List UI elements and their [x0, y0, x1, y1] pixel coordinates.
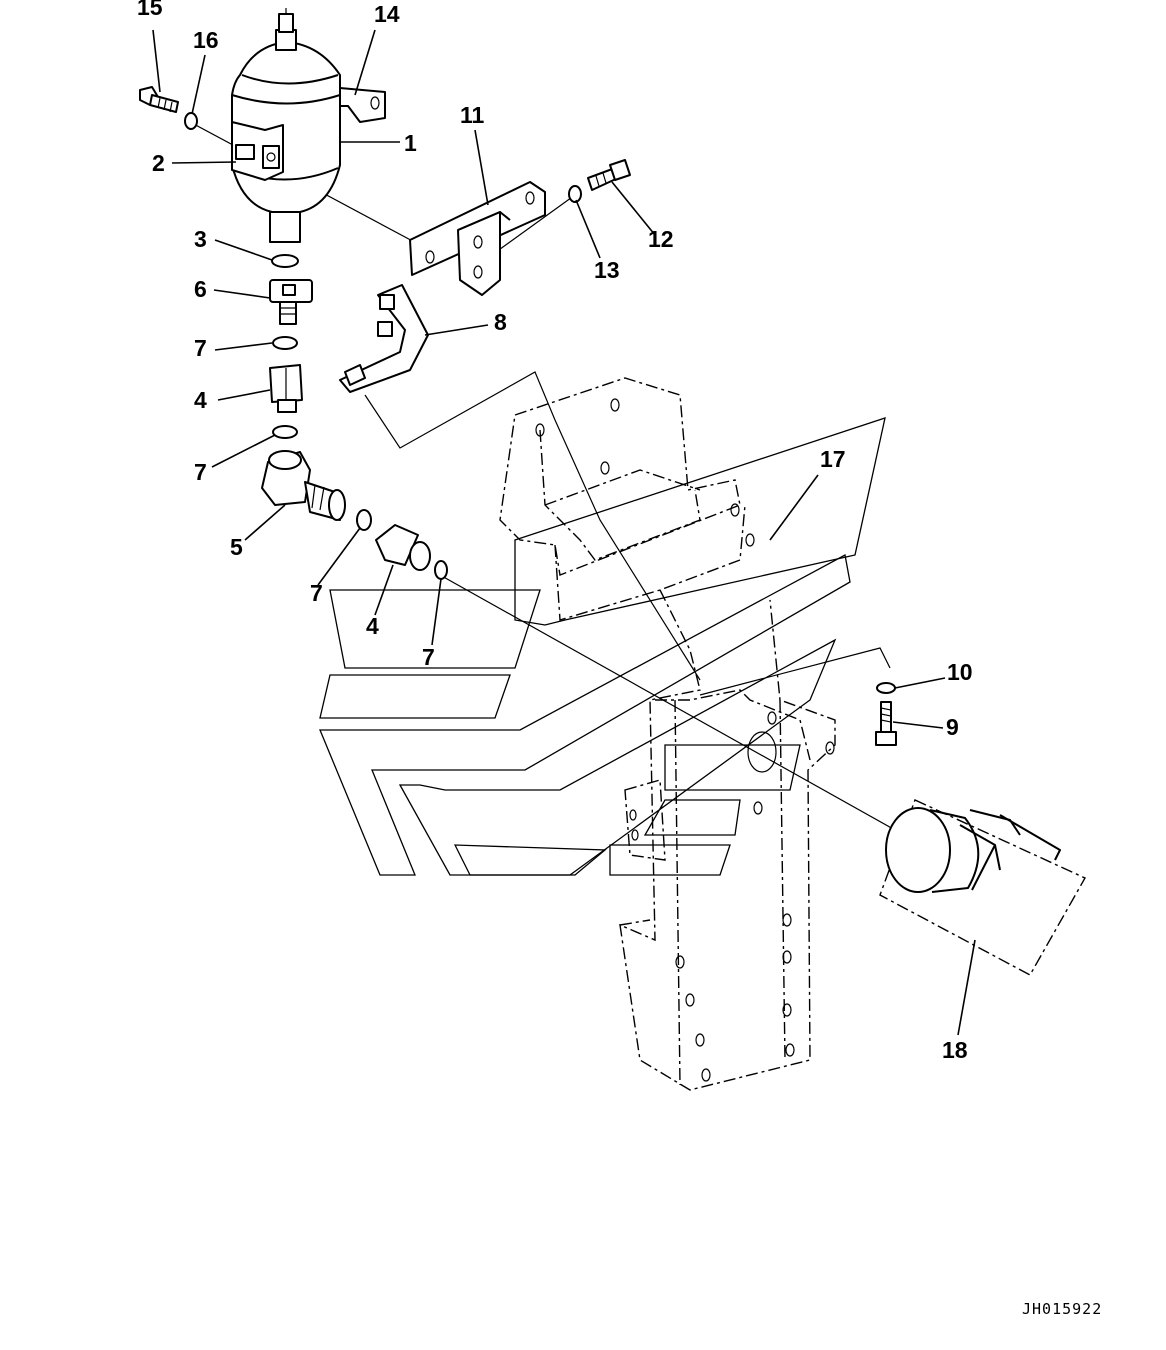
callout-18: 18: [942, 1037, 968, 1063]
callout-5: 5: [230, 534, 243, 560]
accumulator-part-1: [231, 8, 341, 243]
callout-1: 1: [404, 130, 417, 156]
drawing-code: JH015922: [1022, 1300, 1102, 1318]
callout-15: 15: [137, 0, 163, 20]
callout-12: 12: [648, 226, 674, 252]
callout-11: 11: [460, 102, 485, 128]
callout-4: 4: [194, 387, 207, 413]
callout-10: 10: [947, 659, 973, 685]
bracket-part-11: [409, 181, 546, 296]
callout-8: 8: [494, 309, 507, 335]
callout-16: 16: [193, 27, 219, 53]
o-ring-part-7c: [356, 509, 372, 531]
bracket-tab-part-14: [339, 87, 386, 123]
fitting-part-6: [269, 279, 313, 325]
shade-bands: [319, 417, 886, 876]
callout-6: 6: [194, 276, 207, 302]
adapter-part-4a: [269, 364, 303, 413]
callout-13: 13: [594, 257, 620, 283]
bolt-part-12: [587, 159, 631, 191]
frame-phantom: [499, 377, 836, 1091]
callout-3: 3: [194, 226, 207, 252]
o-ring-part-3: [271, 254, 299, 268]
o-ring-part-7b: [272, 425, 298, 439]
bolt-part-15: [139, 86, 179, 113]
bracket-part-8: [339, 284, 429, 393]
callout-17: 17: [820, 446, 846, 472]
callout-labels: 1 2 3 4 4 5 6 7 7 7 7 8 9 10 11 12 13 14…: [137, 0, 973, 1063]
callout-7-fourth: 7: [422, 644, 435, 670]
washer-part-10: [876, 682, 896, 694]
callout-2: 2: [152, 150, 165, 176]
callout-7-first: 7: [194, 335, 207, 361]
o-ring-part-7d: [434, 560, 448, 580]
o-ring-part-7a: [272, 336, 298, 350]
elbow-part-5: [261, 450, 346, 521]
callout-7-second: 7: [194, 459, 207, 485]
washer-part-13: [568, 185, 582, 203]
callout-7-third: 7: [310, 580, 323, 606]
callout-14: 14: [374, 1, 400, 27]
callout-leaders: [152, 29, 976, 1036]
component-part-18: [879, 799, 1086, 976]
callout-4-second: 4: [366, 613, 379, 639]
washer-part-16: [184, 112, 198, 130]
callout-9: 9: [946, 714, 959, 740]
adapter-part-4b: [375, 524, 431, 571]
bolt-part-9: [875, 701, 897, 746]
